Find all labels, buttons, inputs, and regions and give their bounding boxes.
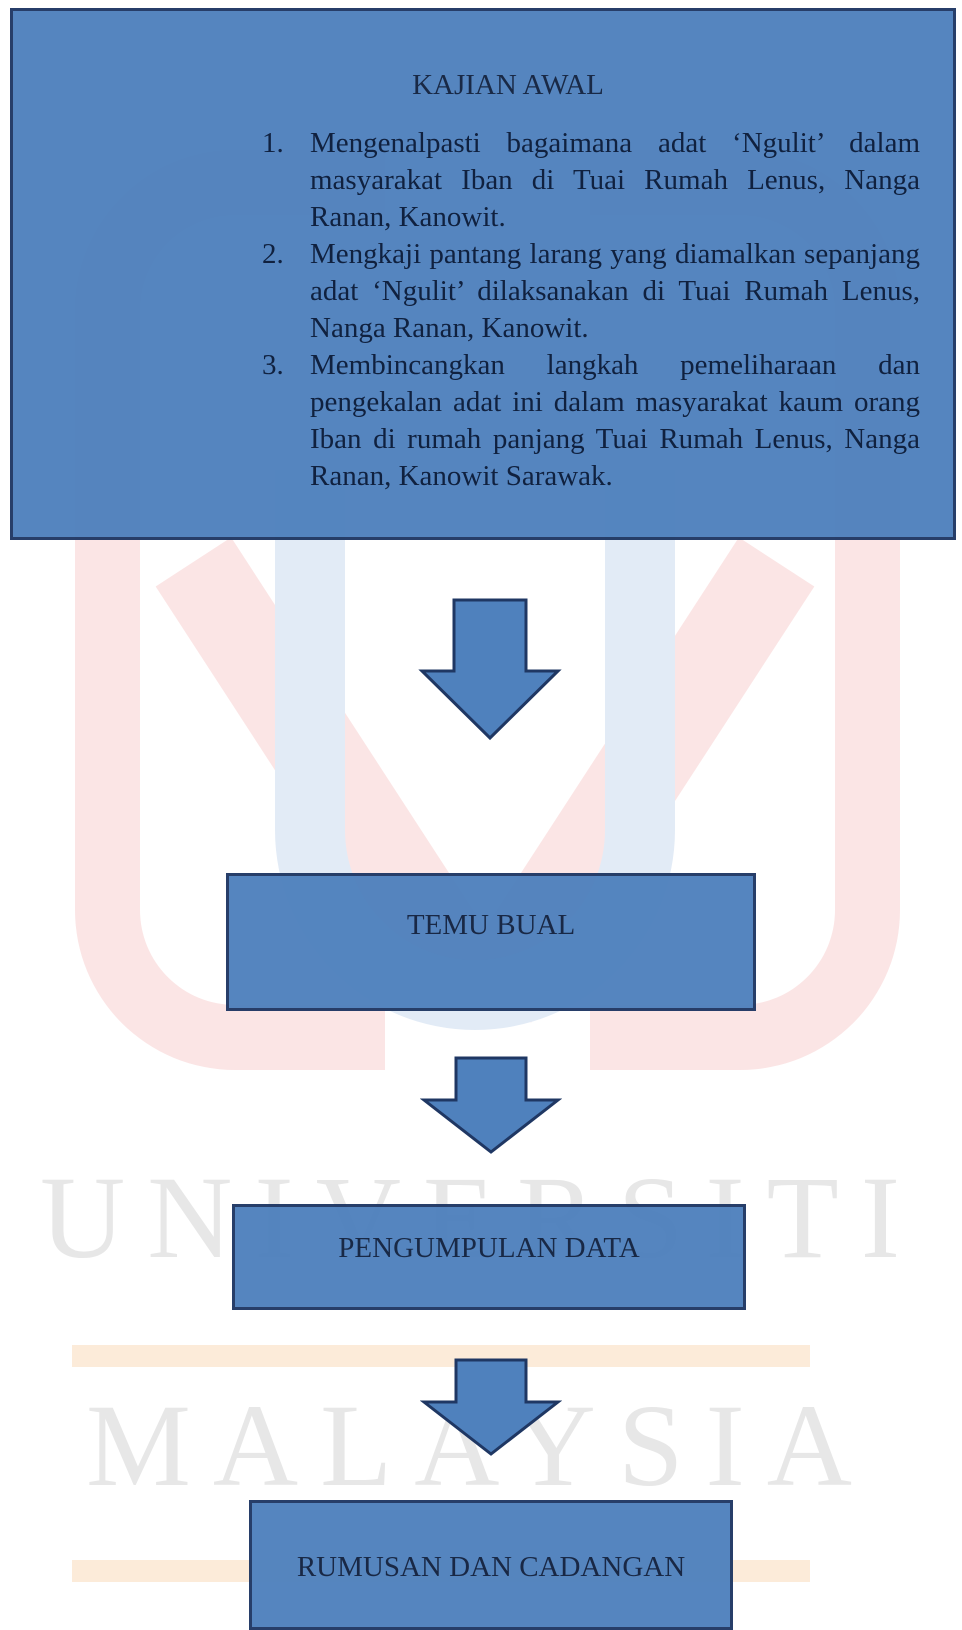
rumusan-dan-cadangan-label: RUMUSAN DAN CADANGAN [296,1551,686,1583]
objective-number: 3. [262,349,284,381]
objective-number: 2. [262,238,284,270]
pengumpulan-data-box: PENGUMPULAN DATA [232,1204,746,1310]
down-arrow-3 [420,1358,562,1456]
down-arrow-2 [420,1056,562,1154]
objective-text: Mengenalpasti bagaimana adat ‘Ngulit’ da… [310,127,920,233]
pengumpulan-data-label: PENGUMPULAN DATA [338,1232,640,1264]
objectives-list: 1. Mengenalpasti bagaimana adat ‘Ngulit’… [262,125,920,495]
objective-item: 2. Mengkaji pantang larang yang diamalka… [262,236,920,347]
watermark-bar-top [72,1345,810,1367]
temu-bual-label: TEMU BUAL [406,909,576,941]
objective-item: 3. Membincangkan langkah pemeliharaan da… [262,347,920,495]
kajian-awal-title: KAJIAN AWAL [412,69,604,101]
rumusan-dan-cadangan-box: RUMUSAN DAN CADANGAN [249,1500,733,1630]
objective-item: 1. Mengenalpasti bagaimana adat ‘Ngulit’… [262,125,920,236]
objective-text: Mengkaji pantang larang yang diamalkan s… [310,238,920,344]
temu-bual-box: TEMU BUAL [226,873,756,1011]
objective-text: Membincangkan langkah pemeliharaan dan p… [310,349,920,492]
kajian-awal-box: KAJIAN AWAL [10,8,956,540]
objective-number: 1. [262,127,284,159]
down-arrow-1 [418,598,562,741]
